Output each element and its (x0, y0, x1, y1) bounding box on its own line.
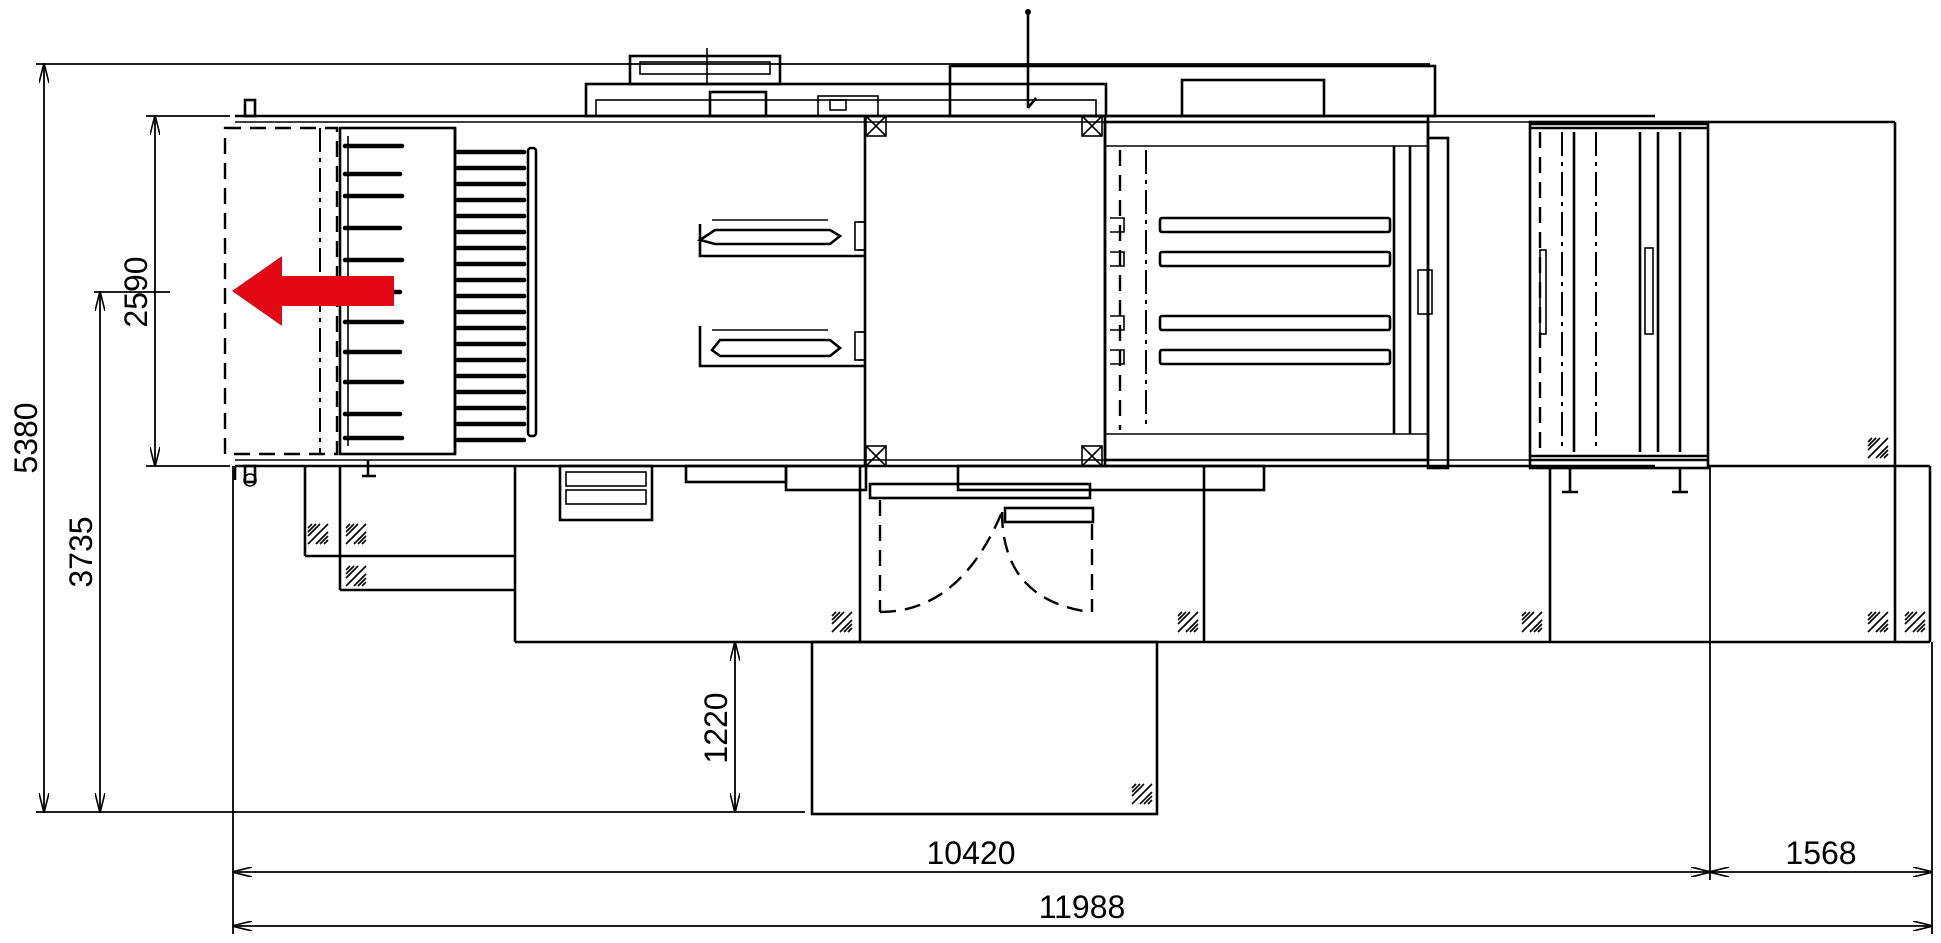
column-cross-icon (865, 445, 887, 467)
dim-end-length: 1568 (1785, 835, 1856, 871)
dimension-lines (36, 64, 1932, 934)
slat-bank (455, 146, 538, 443)
dimension-labels: 5380 3735 2590 1220 10420 1568 11988 (8, 256, 1857, 925)
wall-hatch-icon (1867, 611, 1889, 633)
column-cross-icon (865, 115, 887, 137)
wall-hatch-icon (1867, 437, 1889, 459)
flow-direction-arrow-icon (232, 256, 394, 326)
outfeed-section (1103, 116, 1450, 470)
floor-enclosure (233, 464, 1930, 816)
wall-hatch-icon (1904, 611, 1926, 633)
column-cross-icon (1081, 115, 1103, 137)
operator-platform (810, 640, 1159, 816)
wall-hatch-icon (1521, 611, 1543, 633)
main-machine-body (235, 9, 1655, 468)
wall-hatch-icon (831, 611, 853, 633)
dim-total-length: 11988 (1039, 889, 1126, 925)
safety-door (868, 482, 1095, 614)
wall-hatch-icon (345, 523, 367, 545)
dim-platform-depth: 1220 (698, 692, 734, 763)
wall-hatch-icon (1131, 783, 1153, 805)
dim-overall-height: 5380 (8, 402, 44, 473)
column-cross-icon (1081, 445, 1103, 467)
wall-hatch-icon (345, 565, 367, 587)
end-module (1528, 120, 1932, 642)
dim-offset-height: 3735 (63, 516, 99, 587)
wall-hatch-icon (307, 523, 329, 545)
dim-main-length: 10420 (927, 835, 1016, 871)
wall-hatch-icon (1177, 611, 1199, 633)
outfeed-rollers (1110, 216, 1392, 366)
gripper-upper (696, 219, 866, 258)
gripper-lower (698, 326, 866, 368)
dim-machine-width: 2590 (118, 256, 154, 327)
central-chamber (696, 115, 1107, 467)
